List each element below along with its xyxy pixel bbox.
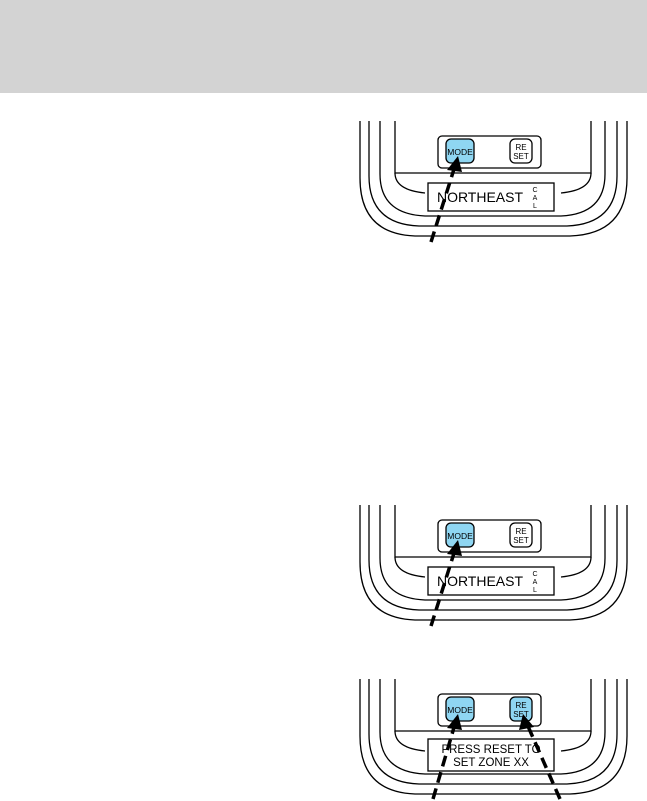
mode-button-label: MODE (447, 705, 473, 715)
compass-figure-mode: MODE RE SET NORTHEAST C A L (355, 118, 635, 246)
reset-button[interactable] (509, 522, 533, 548)
mode-button[interactable] (445, 696, 475, 722)
reset-button-label-line1: RE (515, 143, 526, 152)
mode-button-label: MODE (447, 147, 473, 157)
cal-letter-a: A (533, 579, 538, 586)
compass-figure-mode-reset: MODE RE SET PRESS RESET TO SET ZONE XX (355, 676, 635, 801)
reset-button[interactable] (509, 696, 533, 722)
mode-button[interactable] (445, 138, 475, 164)
display-text-line1: PRESS RESET TO (441, 744, 540, 756)
reset-button-label-line1: RE (515, 701, 526, 710)
reset-button-label-line2: SET (513, 710, 529, 719)
reset-button[interactable] (509, 138, 533, 164)
cal-letter-c: C (532, 187, 537, 194)
display-text-line2: SET ZONE XX (453, 757, 529, 769)
reset-button-label-line2: SET (513, 152, 529, 161)
press-arrow-icon (429, 540, 462, 627)
display-text: NORTHEAST (437, 573, 524, 589)
cal-letter-c: C (532, 571, 537, 578)
cal-letter-a: A (533, 195, 538, 202)
compass-figure-mode-2: MODE RE SET NORTHEAST C A L (355, 502, 635, 630)
reset-button-label-line2: SET (513, 536, 529, 545)
cal-letter-l: L (533, 203, 537, 210)
press-arrow-icon-mode (431, 714, 462, 800)
page-header-band (0, 0, 647, 93)
display-text: NORTHEAST (437, 189, 524, 205)
mode-button-label: MODE (447, 531, 473, 541)
press-arrow-icon (429, 156, 462, 243)
mode-button[interactable] (445, 522, 475, 548)
press-arrow-icon-reset (519, 714, 562, 800)
cal-letter-l: L (533, 587, 537, 594)
reset-button-label-line1: RE (515, 527, 526, 536)
